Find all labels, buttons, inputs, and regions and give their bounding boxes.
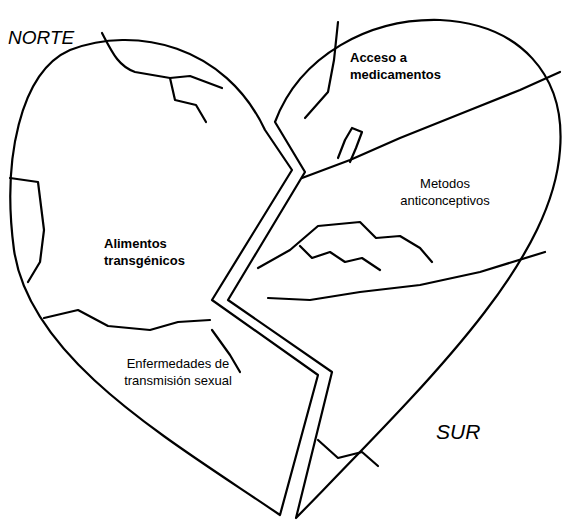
continent-line bbox=[170, 78, 206, 122]
continent-line bbox=[44, 310, 210, 330]
continent-line bbox=[102, 33, 222, 88]
heart-right-half bbox=[228, 20, 561, 518]
topic-label: Alimentos transgénicos bbox=[104, 236, 204, 270]
label-holder: Metodos anticonceptivos bbox=[385, 176, 505, 210]
continent-line bbox=[300, 246, 380, 270]
label-holder: Enfermedades de transmisión sexual bbox=[108, 356, 248, 390]
heart-left-half bbox=[10, 40, 318, 515]
region-label: NORTE bbox=[8, 26, 118, 51]
continent-line bbox=[338, 128, 362, 162]
label-holder: SUR bbox=[436, 418, 516, 445]
topic-label: Acceso a medicamentos bbox=[350, 50, 460, 84]
continent-line bbox=[305, 22, 338, 118]
continent-line bbox=[318, 440, 378, 466]
continent-line bbox=[302, 72, 560, 178]
label-holder: Acceso a medicamentos bbox=[350, 50, 460, 84]
label-holder: Alimentos transgénicos bbox=[104, 236, 204, 270]
topic-label: Enfermedades de transmisión sexual bbox=[108, 356, 248, 390]
continent-line bbox=[10, 178, 44, 282]
continent-line bbox=[268, 252, 545, 300]
region-label: SUR bbox=[436, 418, 516, 445]
topic-label: Metodos anticonceptivos bbox=[385, 176, 505, 210]
label-holder: NORTE bbox=[8, 26, 118, 51]
